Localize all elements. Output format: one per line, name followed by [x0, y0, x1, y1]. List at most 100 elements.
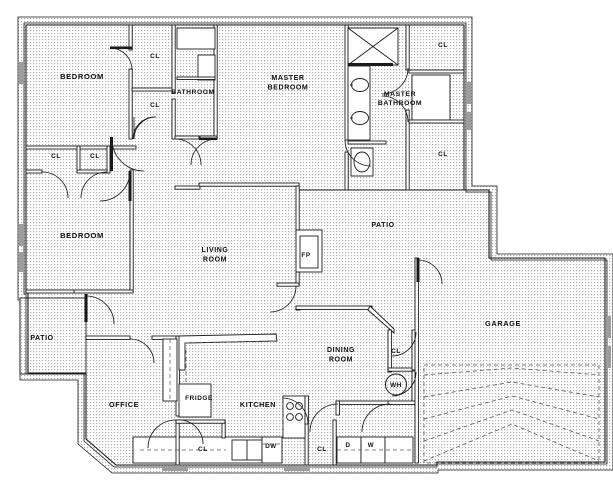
- garage-door-envelope: [423, 364, 600, 464]
- bathtub: [176, 27, 216, 50]
- fixture-label-dishwasher: DW: [265, 443, 277, 450]
- room-label-patio-right: PATIO: [371, 222, 394, 229]
- door-cl-hall-2: [80, 171, 108, 199]
- wall-toilet-top: [347, 140, 387, 145]
- wall-living-top-a: [174, 185, 201, 190]
- drawing-body: [17, 16, 613, 474]
- closet-label-cl-bed-top-2: CL: [150, 102, 160, 109]
- door-office-cl: [147, 419, 177, 449]
- dash-kitchen-upper: [184, 340, 277, 344]
- door-cl-bed1-mid2: [132, 116, 156, 140]
- door-cl-hall-1: [41, 171, 69, 199]
- door-cl-dining: [391, 331, 417, 357]
- wall-cl-ok-top: [175, 419, 226, 424]
- room-label-garage: GARAGE: [485, 319, 521, 328]
- window-left-3: [19, 252, 24, 272]
- sink-upper: [351, 78, 369, 92]
- closet-linen: [411, 74, 451, 121]
- bathroom-vanity: [197, 54, 216, 81]
- door-leaf-garage: [416, 258, 420, 282]
- fixture-label-dryer: D: [345, 442, 350, 449]
- closet-label-cl-kitchen-right: CL: [317, 446, 327, 453]
- fixture-label-washer: W: [368, 442, 374, 449]
- closet-label-cl-master-bottom: CL: [438, 151, 448, 158]
- door-office-cl-2: [178, 419, 204, 445]
- label-line: BEDROOM: [268, 84, 309, 91]
- garage-fan-5: [423, 423, 600, 462]
- garage-fan-4: [423, 409, 600, 442]
- door-master-bath: [381, 67, 409, 95]
- wall-bed1-right-b: [128, 68, 133, 140]
- wall-bed1-right: [128, 24, 133, 51]
- window-bottom-2: [284, 466, 310, 471]
- garage-fan-2: [423, 381, 600, 398]
- bathroom-counter-line: [176, 76, 216, 80]
- closet-label-cl-hall-left-2: CL: [90, 153, 100, 160]
- room-label-kitchen: KITCHEN: [240, 400, 276, 409]
- wall-hall-cl-top: [25, 145, 137, 150]
- wall-living-bottom-jog: [276, 282, 300, 287]
- window-garage-r1: [606, 316, 611, 338]
- door-leaf-bed1: [110, 137, 113, 171]
- wall-laundry-left: [335, 400, 340, 416]
- garage-fan-3: [423, 395, 600, 420]
- wall-cl-ok-left: [175, 419, 180, 466]
- closet-label-cl-dining: CL: [391, 348, 401, 355]
- label-line: BATHROOM: [378, 100, 422, 107]
- room-label-office: OFFICE: [109, 400, 139, 409]
- door-swings: [41, 46, 443, 449]
- wall-dining-right: [387, 329, 392, 373]
- wall-hall-cl-bottom-r: [76, 169, 111, 174]
- window-left-1: [19, 62, 24, 84]
- door-master-cl-lower: [381, 95, 409, 123]
- wall-wh-bottom: [387, 400, 417, 405]
- room-label-bedroom-top-left: BEDROOM: [60, 72, 104, 81]
- door-office-top: [129, 338, 155, 364]
- master-vanity: [347, 65, 371, 141]
- burner-3: [286, 413, 294, 421]
- fixture-label-water-heater: WH: [390, 382, 402, 389]
- wall-cl-divider-top: [131, 87, 176, 92]
- door-garage-entry: [417, 259, 443, 285]
- dishwasher-box: [261, 436, 283, 464]
- wall-dining-bottom: [335, 400, 393, 405]
- wall-dining-diagonal: [367, 305, 395, 334]
- wall-mcl-divider-2: [408, 119, 465, 124]
- wall-hall-cl-bottom-l: [25, 169, 43, 174]
- wall-kitchen-right: [304, 395, 309, 425]
- fixture-label-refrigerator: FRIDGE: [185, 395, 213, 402]
- burner-1: [286, 402, 294, 410]
- wall-mbath-left-b: [344, 151, 349, 191]
- toilet-seat: [353, 151, 371, 173]
- dashed-overlays: [140, 339, 413, 451]
- wall-bed2-bottom-2: [73, 289, 134, 294]
- burner-4: [295, 413, 303, 421]
- closet-label-cl-kitchen-left: CL: [198, 446, 208, 453]
- window-left-2: [19, 224, 24, 246]
- closet-label-cl-master-top: CL: [438, 42, 448, 49]
- door-bathroom: [174, 138, 202, 166]
- door-patio-left: [85, 295, 115, 325]
- garage-fan-1: [423, 367, 600, 376]
- window-right-1: [466, 82, 471, 104]
- window-bottom-1: [162, 466, 188, 471]
- wall-cl-bath-b: [171, 98, 176, 140]
- door-leaf-patio-left: [84, 294, 88, 322]
- wall-bathroom-bottom: [174, 135, 200, 140]
- wall-mbath-cl-b: [405, 109, 410, 191]
- room-label-bedroom-left: BEDROOM: [60, 231, 104, 240]
- door-kitchen-dining: [281, 397, 309, 425]
- wall-hall-cl-mid: [76, 145, 81, 173]
- door-leaf-bed2: [128, 171, 132, 201]
- shower-x2: [347, 27, 399, 66]
- wall-hall-cl-right: [106, 145, 111, 174]
- label-line: ROOM: [329, 356, 353, 363]
- wall-mcl-divider: [408, 69, 465, 74]
- door-master-bedroom: [344, 139, 372, 167]
